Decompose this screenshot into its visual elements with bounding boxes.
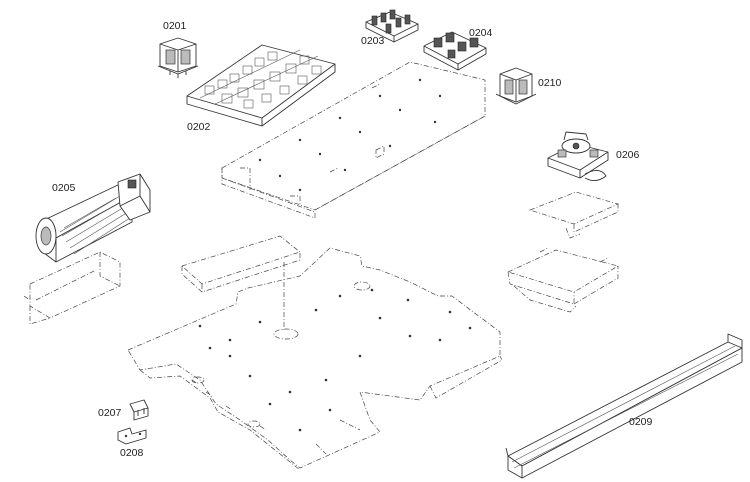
part-0208-bracket[interactable]: [117, 427, 147, 445]
label-0206: 0206: [616, 149, 640, 161]
part-0201-transformer[interactable]: [157, 37, 199, 78]
part-0210-transformer[interactable]: [495, 67, 537, 105]
label-0202: 0202: [187, 121, 211, 133]
part-0206-motor-assembly[interactable]: [547, 131, 609, 181]
motor-bracket: [528, 191, 620, 239]
part-0205-blower-fan[interactable]: [35, 173, 151, 263]
part-0204-relay-board[interactable]: [423, 31, 487, 71]
air-duct-guide: [181, 235, 301, 340]
label-0208: 0208: [120, 447, 144, 459]
part-0202-circuit-board[interactable]: [186, 44, 336, 127]
label-0201: 0201: [163, 20, 187, 32]
label-0207: 0207: [98, 407, 122, 419]
label-0210: 0210: [538, 77, 562, 89]
upper-mounting-plate: [221, 61, 486, 219]
label-0209: 0209: [629, 416, 653, 428]
label-0205: 0205: [52, 182, 76, 194]
right-bracket-tray: [507, 247, 619, 313]
fan-bracket: [23, 251, 121, 325]
label-0204: 0204: [469, 27, 493, 39]
part-0209-trim-strip[interactable]: [505, 333, 743, 479]
label-0203: 0203: [361, 35, 385, 47]
base-plate: [127, 247, 503, 471]
part-0207-sensor[interactable]: [129, 399, 149, 421]
part-0203-terminal-block[interactable]: [365, 9, 419, 43]
